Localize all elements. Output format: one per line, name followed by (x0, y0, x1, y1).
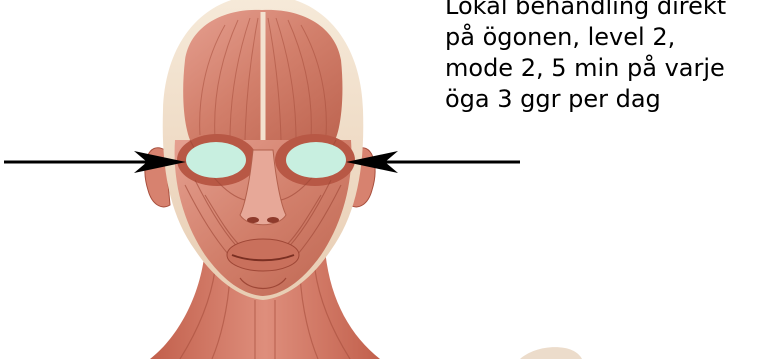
left-nostril (247, 217, 259, 223)
caption-line-3: mode 2, 5 min på varje (445, 53, 755, 84)
treatment-instructions: Lokal behandling direkt på ögonen, level… (445, 0, 755, 115)
shoulder-fragment (520, 347, 582, 359)
right-eye-treatment-pad (286, 142, 346, 178)
left-eye-treatment-pad (186, 142, 246, 178)
caption-line-4: öga 3 ggr per dag (445, 84, 755, 115)
caption-line-1: Lokal behandling direkt (445, 0, 755, 22)
caption-line-2: på ögonen, level 2, (445, 22, 755, 53)
mouth-muscle (227, 239, 299, 271)
right-nostril (267, 217, 279, 223)
